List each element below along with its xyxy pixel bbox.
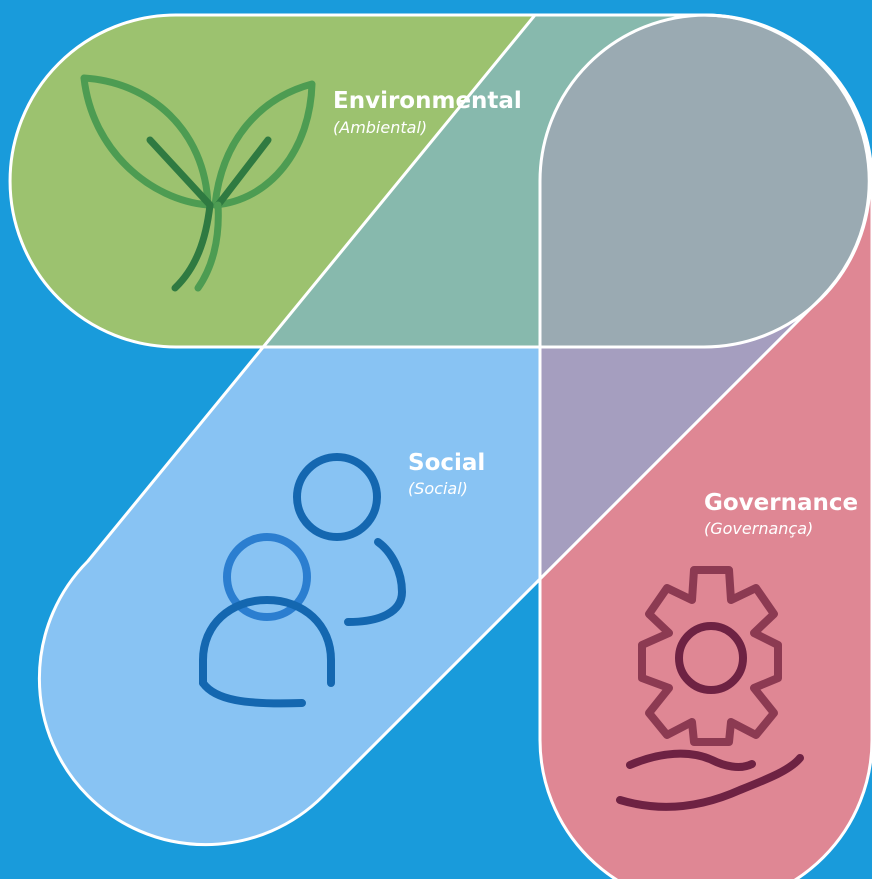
gear-in-hand-icon xyxy=(616,566,804,811)
people-icon xyxy=(199,453,407,708)
environmental-title: Environmental xyxy=(333,88,522,114)
governance-title: Governance xyxy=(704,490,858,516)
environmental-subtitle: (Ambiental) xyxy=(333,118,427,137)
leaf-sprout-icon xyxy=(80,74,316,292)
governance-subtitle: (Governança) xyxy=(704,519,813,538)
social-subtitle: (Social) xyxy=(408,479,468,498)
social-title: Social xyxy=(408,450,485,476)
